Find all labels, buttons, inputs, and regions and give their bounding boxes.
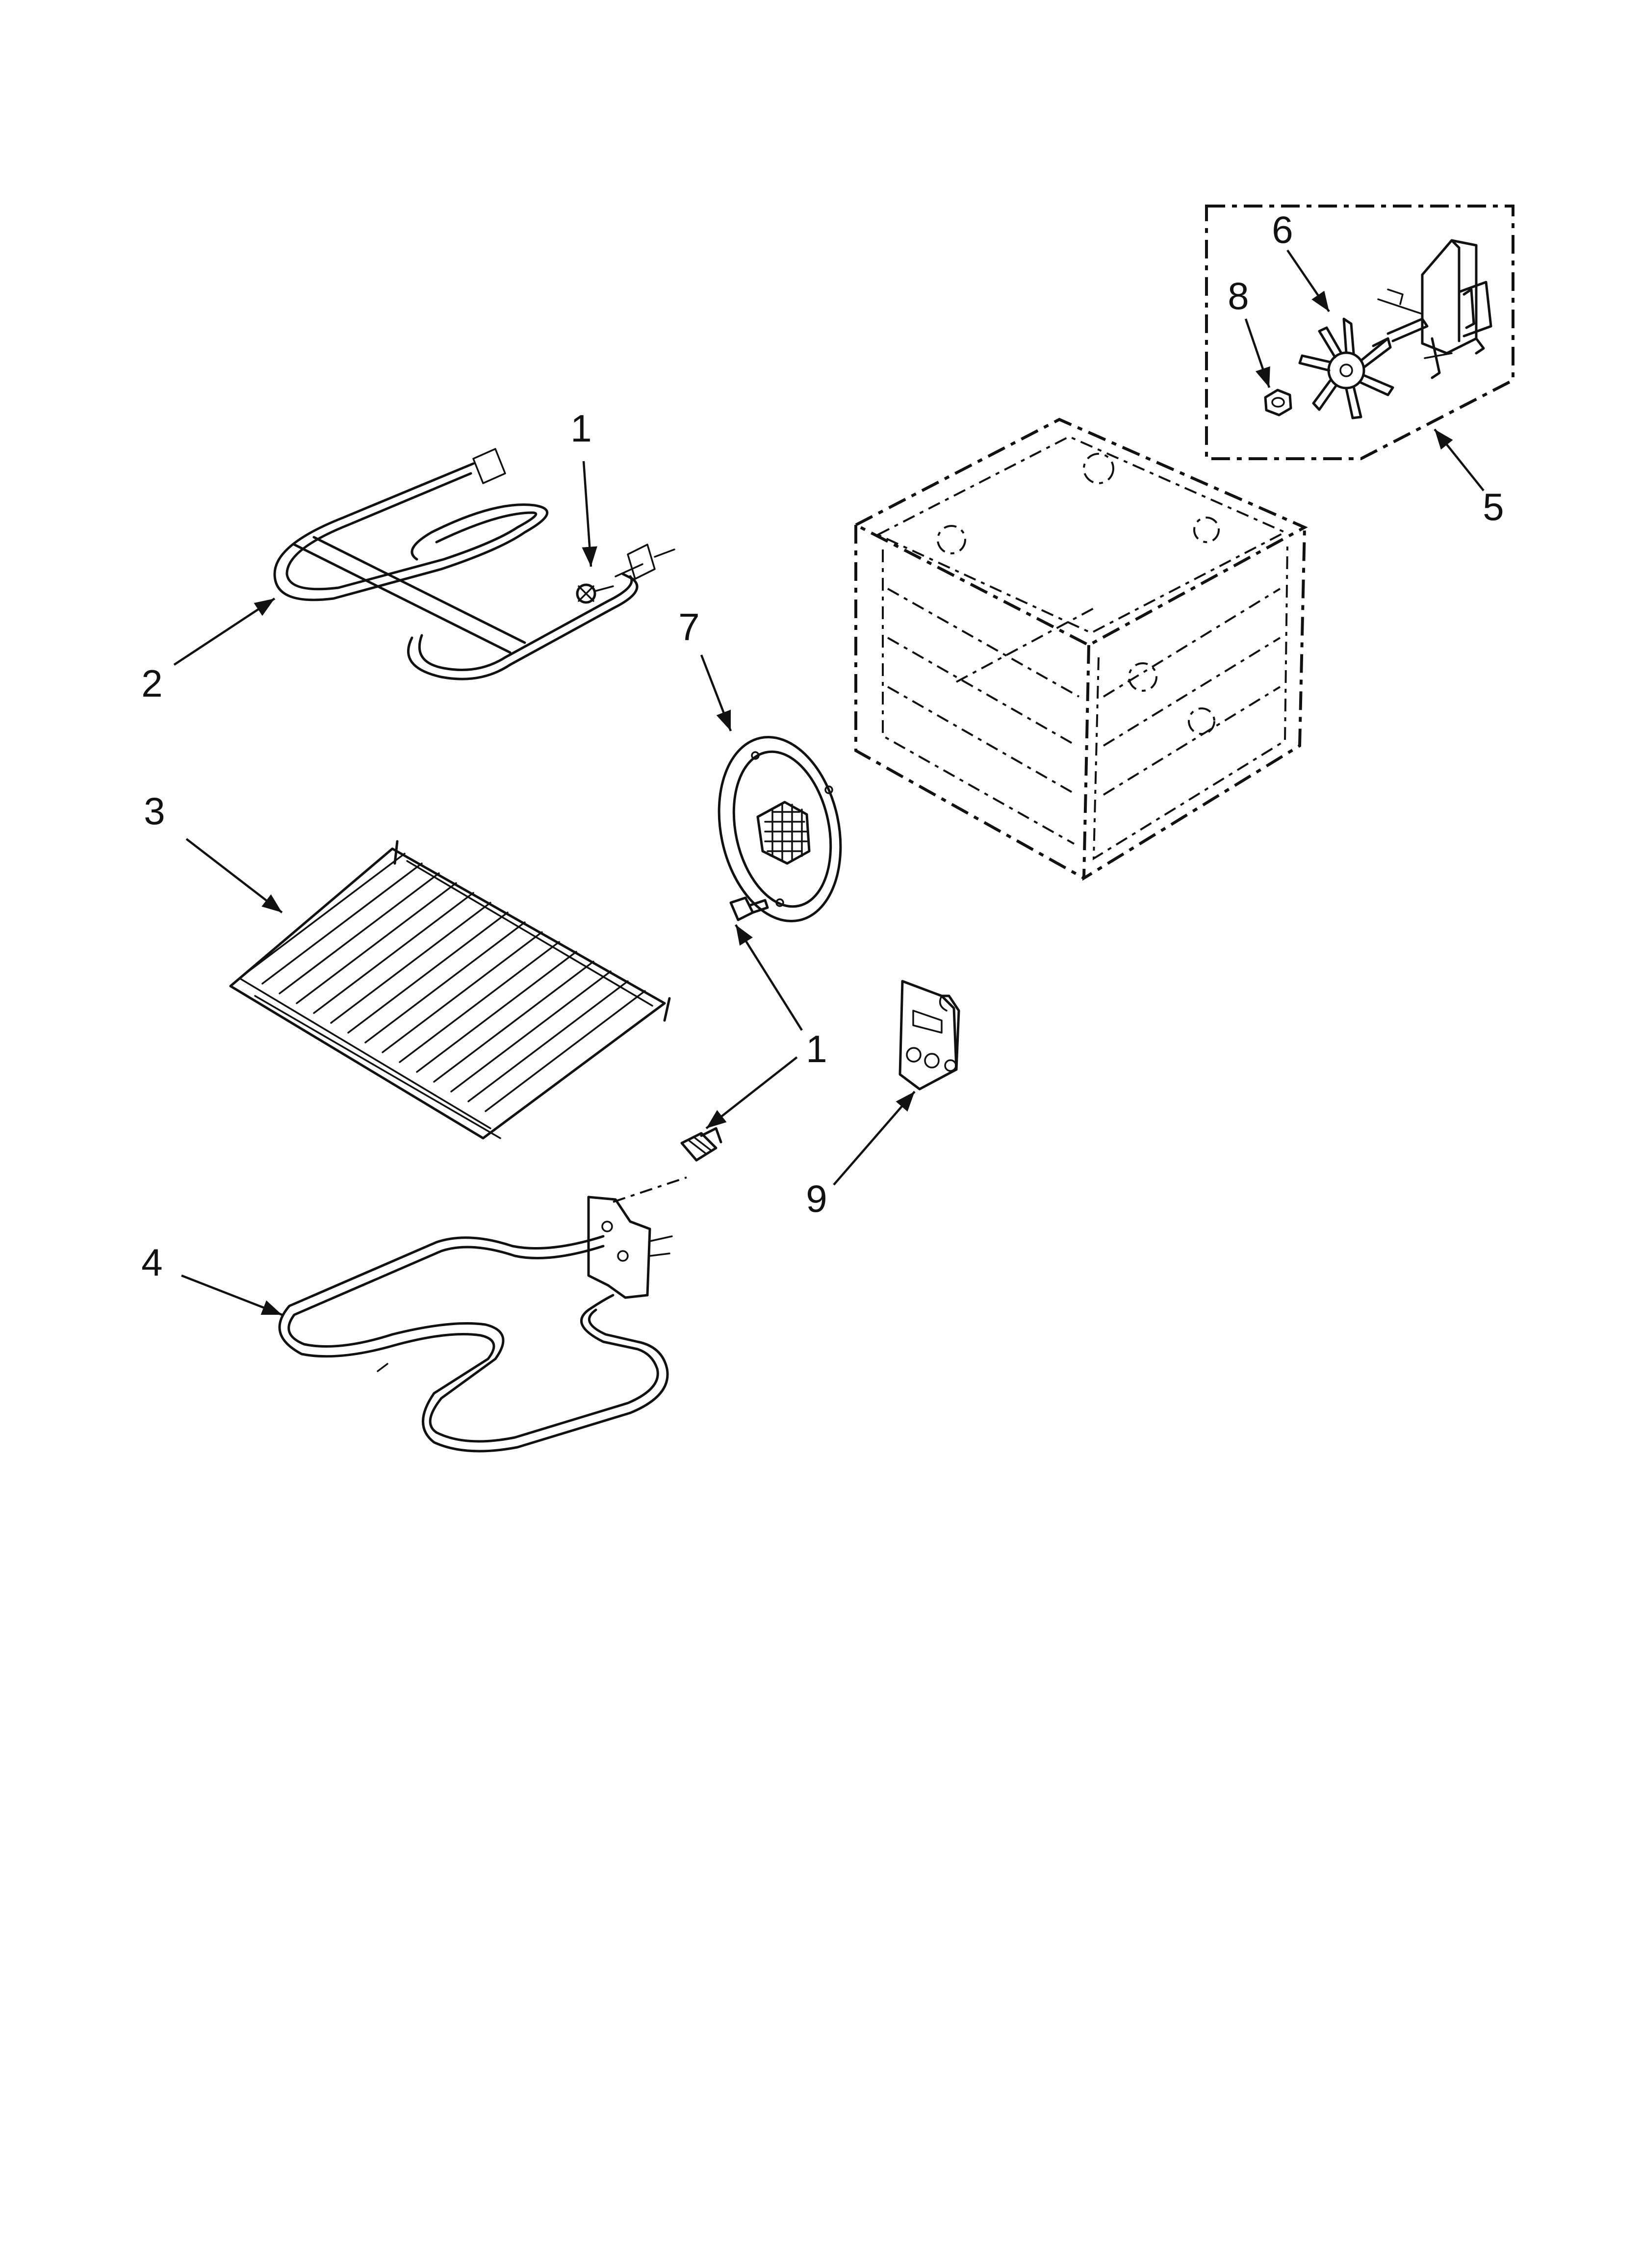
callout-1-bottom: 1 [806, 1027, 827, 1070]
callout-7: 7 [678, 605, 699, 649]
screw-part [680, 1127, 722, 1162]
control-bracket-part [898, 980, 960, 1091]
callout-9: 9 [806, 1177, 827, 1220]
bake-element-part [278, 1176, 687, 1453]
fan-motor-assembly-box [1205, 205, 1514, 460]
fan-cover-perforations [764, 804, 808, 862]
callout-labels: 1 2 3 7 1 9 4 5 6 8 [141, 208, 1504, 1284]
callout-4: 4 [141, 1241, 162, 1284]
fan-blade-part [1298, 317, 1394, 419]
callout-5: 5 [1483, 485, 1504, 528]
fan-motor-part [1372, 239, 1492, 379]
oven-rack-part [229, 840, 671, 1140]
rack-wires [244, 853, 646, 1112]
callout-2: 2 [141, 662, 162, 705]
leader-lines [173, 249, 1485, 1316]
callout-8: 8 [1228, 274, 1249, 317]
nut-part [1264, 389, 1292, 417]
callout-3: 3 [144, 789, 165, 833]
broil-element-part [273, 448, 675, 680]
callout-6: 6 [1272, 208, 1293, 251]
fan-cover-part [718, 735, 842, 923]
callout-1-top: 1 [570, 407, 591, 450]
oven-cavity-outline [852, 417, 1308, 881]
